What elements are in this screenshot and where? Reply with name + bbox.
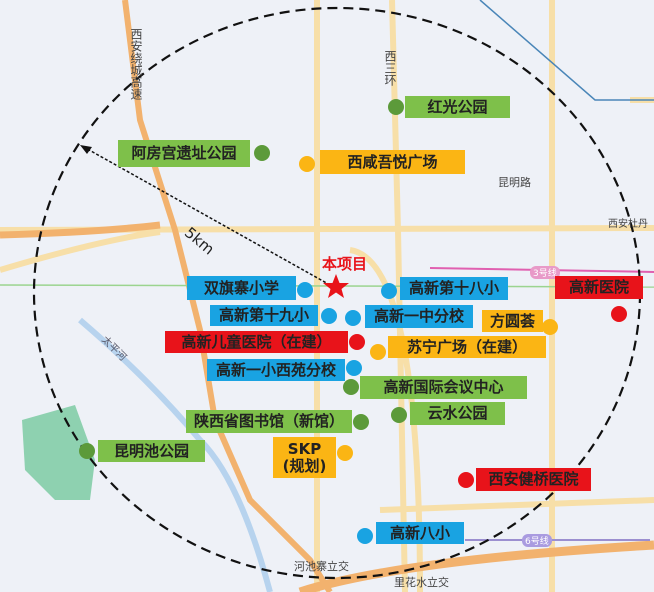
poi-label: 高新医院	[555, 276, 643, 299]
poi-label: SKP (规划)	[273, 437, 336, 478]
water-line	[479, 0, 654, 101]
kunming-lake-park-area	[22, 405, 95, 500]
poi-label: 西安健桥医院	[476, 468, 591, 491]
commercial-marker-icon	[299, 156, 315, 172]
poi-label: 高新一小西苑分校	[207, 359, 345, 381]
school-marker-icon	[381, 283, 397, 299]
poi-label: 红光公园	[405, 96, 510, 118]
road-label-ring-expressway: 西安绕城高速	[129, 28, 143, 100]
highway-west	[0, 221, 161, 239]
school-marker-icon	[297, 282, 313, 298]
poi-label: 昆明池公园	[98, 440, 205, 462]
hospital-marker-icon	[458, 472, 474, 488]
hospital-marker-icon	[349, 334, 365, 350]
poi-label: 阿房宫遗址公园	[118, 140, 250, 167]
hospital-marker-icon	[611, 306, 627, 322]
school-marker-icon	[345, 310, 361, 326]
star-icon	[323, 274, 349, 298]
metro-line-3-badge: 3号线	[530, 266, 560, 279]
park-marker-icon	[79, 443, 95, 459]
poi-label: 高新儿童医院（在建）	[165, 331, 348, 353]
poi-label: 双旗寨小学	[187, 276, 296, 300]
highway-south	[298, 540, 654, 592]
poi-label: 高新第十九小	[210, 305, 318, 326]
interchange-label-1: 河池寨立交	[294, 560, 349, 573]
park-marker-icon	[343, 379, 359, 395]
poi-label: 高新第十八小	[400, 277, 508, 300]
poi-label: 方圆荟	[482, 310, 543, 332]
park-marker-icon	[388, 99, 404, 115]
school-marker-icon	[321, 308, 337, 324]
park-marker-icon	[353, 414, 369, 430]
commercial-marker-icon	[370, 344, 386, 360]
interchange-label-2: 里花水立交	[394, 576, 449, 589]
road-label-kunming-road: 昆明路	[498, 176, 531, 189]
commercial-marker-icon	[542, 319, 558, 335]
poi-label: 高新国际会议中心	[360, 376, 527, 399]
poi-label: 高新八小	[376, 522, 464, 544]
school-marker-icon	[346, 360, 362, 376]
arrow-head-icon	[80, 145, 92, 154]
poi-label: 云水公园	[410, 402, 505, 425]
park-marker-icon	[254, 145, 270, 161]
poi-label: 苏宁广场（在建）	[388, 336, 546, 358]
station-label: 西安杜丹	[608, 219, 648, 230]
metro-line-6-badge: 6号线	[522, 534, 552, 547]
radius-arrow	[81, 145, 331, 286]
park-marker-icon	[391, 407, 407, 423]
school-marker-icon	[357, 528, 373, 544]
commercial-marker-icon	[337, 445, 353, 461]
project-label: 本项目	[322, 255, 368, 273]
road-label-west-third-ring: 西三环	[383, 50, 397, 86]
poi-label: 西咸吾悦广场	[320, 150, 465, 174]
poi-label: 高新一中分校	[365, 305, 473, 328]
poi-label: 陕西省图书馆（新馆）	[186, 410, 352, 433]
